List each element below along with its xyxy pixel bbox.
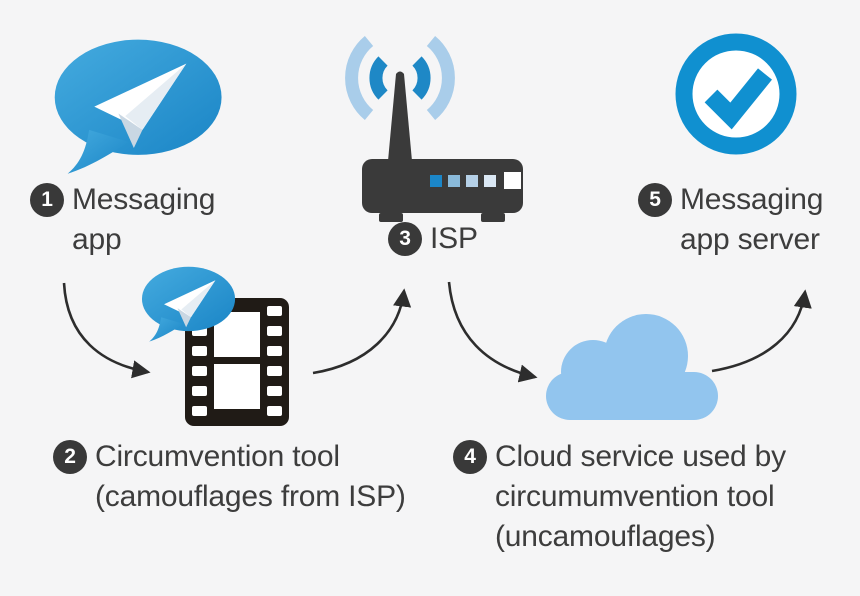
arrow-isp-to-cloud bbox=[447, 281, 538, 383]
step-5-line-2: app server bbox=[638, 220, 823, 260]
step-4-line-3: (uncamouflages) bbox=[453, 517, 786, 557]
step-4-text-line-1: Cloud service used by bbox=[495, 440, 786, 473]
step-2-line-2: (camouflages from ISP) bbox=[53, 477, 406, 517]
wifi-outer-arcs-icon bbox=[345, 35, 455, 121]
paper-plane-icon bbox=[94, 63, 187, 130]
step-4-line-1: 4 Cloud service used by bbox=[453, 437, 786, 477]
step-2-label: 2 Circumvention tool (camouflages from I… bbox=[53, 437, 406, 517]
step-3-line-1: 3 ISP bbox=[388, 219, 478, 259]
step-5-number-badge: 5 bbox=[638, 183, 672, 217]
film-strip-icon bbox=[185, 298, 289, 426]
step-2-text-line-2: (camouflages from ISP) bbox=[95, 480, 406, 513]
step-4-text-line-3: (uncamouflages) bbox=[495, 520, 716, 553]
step-1-line-1: 1 Messaging bbox=[30, 180, 215, 220]
step-3-label: 3 ISP bbox=[388, 219, 478, 259]
step-5-line-1: 5 Messaging bbox=[638, 180, 823, 220]
step-1-text-line-1: Messaging bbox=[72, 183, 216, 216]
checkmark-circle-icon bbox=[675, 33, 797, 155]
arrow-tool-to-isp bbox=[312, 288, 412, 375]
step-2-line-1: 2 Circumvention tool bbox=[53, 437, 406, 477]
arrow-app-to-tool bbox=[62, 282, 151, 379]
step-2-number-badge: 2 bbox=[53, 440, 87, 474]
router-body bbox=[362, 159, 523, 213]
step-1-number-badge: 1 bbox=[30, 183, 64, 217]
step-2-text-line-1: Circumvention tool bbox=[95, 440, 340, 473]
checkmark-icon bbox=[704, 68, 772, 130]
step-5-label: 5 Messaging app server bbox=[638, 180, 823, 260]
step-3-number-badge: 3 bbox=[388, 222, 422, 256]
wifi-inner-arcs-icon bbox=[369, 56, 431, 100]
step-4-text-line-2: circumumvention tool bbox=[495, 480, 775, 513]
messaging-app-bubble-icon bbox=[54, 39, 222, 174]
step-5-text-line-1: Messaging bbox=[680, 183, 824, 216]
step-3-text-line-1: ISP bbox=[430, 222, 478, 255]
messaging-app-mini-bubble-icon bbox=[141, 266, 236, 342]
step-1-label: 1 Messaging app bbox=[30, 180, 215, 260]
cloud-icon bbox=[546, 314, 718, 420]
wifi-router-icon bbox=[345, 35, 523, 222]
step-1-line-2: app bbox=[30, 220, 215, 260]
router-leds bbox=[430, 172, 521, 189]
router-antenna bbox=[388, 71, 412, 161]
step-1-text-line-2: app bbox=[72, 223, 122, 256]
step-4-label: 4 Cloud service used by circumumvention … bbox=[453, 437, 786, 557]
arrow-cloud-to-server bbox=[711, 289, 812, 373]
step-4-number-badge: 4 bbox=[453, 440, 487, 474]
paper-plane-icon bbox=[164, 280, 216, 318]
step-5-text-line-2: app server bbox=[680, 223, 820, 256]
step-4-line-2: circumumvention tool bbox=[453, 477, 786, 517]
